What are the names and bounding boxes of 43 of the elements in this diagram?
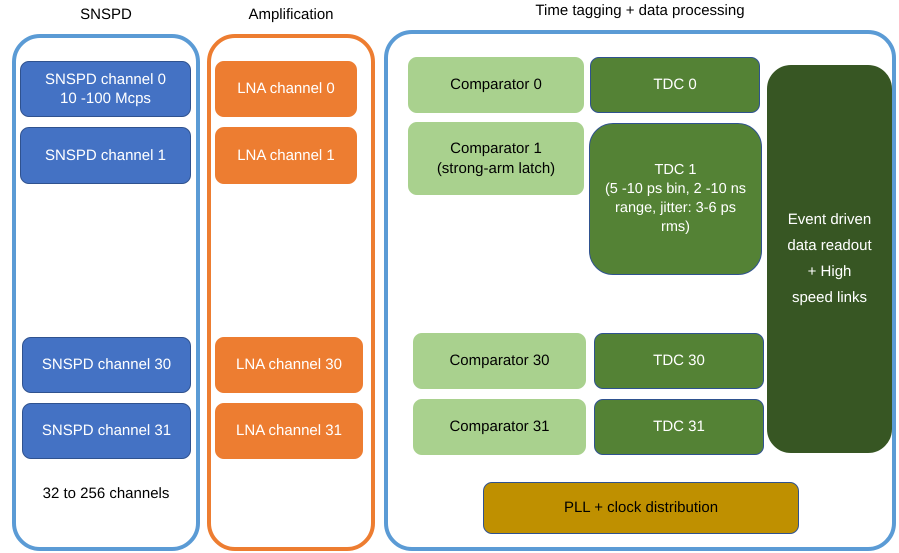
- amplifier-box: [215, 127, 357, 184]
- box-text: LNA channel 1: [237, 146, 335, 166]
- channel-box: [20, 61, 191, 117]
- amplifier-box: [215, 61, 357, 117]
- box-text: TDC 0: [653, 75, 697, 95]
- tdc-box: [594, 399, 764, 455]
- box-text: PLL + clock distribution: [564, 498, 718, 518]
- box-text: TDC 30: [653, 351, 705, 371]
- comparator-box: [413, 333, 586, 389]
- comparator-box: [408, 122, 584, 195]
- channel-box: [22, 403, 191, 459]
- box-text: SNSPD channel 1: [45, 146, 166, 166]
- group-heading: SNSPD: [79, 6, 133, 23]
- box-text: SNSPD channel 31: [42, 421, 172, 441]
- box-text: TDC 1: [654, 161, 696, 180]
- box-text: (5 -10 ps bin, 2 -10 ns range, jitter: 3-6 ps rms): [604, 180, 747, 237]
- box-text: Comparator 1: [450, 139, 542, 158]
- tdc-box: [594, 333, 764, 389]
- comparator-box: [413, 399, 586, 455]
- readout-box: [767, 65, 892, 453]
- channel-box: [22, 337, 191, 393]
- box-text: LNA channel 0: [237, 79, 335, 99]
- tdc-box: [589, 123, 762, 275]
- clock-box: [483, 482, 799, 534]
- tdc-box: [590, 57, 760, 113]
- group-heading: Amplification: [247, 6, 335, 23]
- box-text: TDC 31: [653, 417, 705, 437]
- box-text: SNSPD channel 0: [45, 70, 166, 89]
- box-text: Comparator 31: [449, 417, 550, 437]
- group-heading: Time tagging + data processing: [534, 2, 746, 19]
- box-text: LNA channel 30: [236, 355, 342, 375]
- box-text: Comparator 30: [449, 351, 550, 371]
- amplifier-box: [215, 403, 363, 459]
- box-text: SNSPD channel 30: [42, 355, 172, 375]
- box-text: LNA channel 31: [236, 421, 342, 441]
- box-text: Comparator 0: [450, 75, 542, 95]
- amplifier-box: [215, 337, 363, 393]
- comparator-box: [408, 57, 584, 113]
- channel-count-note: 32 to 256 channels: [42, 485, 170, 502]
- box-text: 10 -100 Mcps: [60, 89, 151, 108]
- box-text: Event driven data readout + High speed links: [786, 210, 873, 308]
- box-text: (strong-arm latch): [436, 158, 556, 178]
- channel-box: [20, 127, 191, 184]
